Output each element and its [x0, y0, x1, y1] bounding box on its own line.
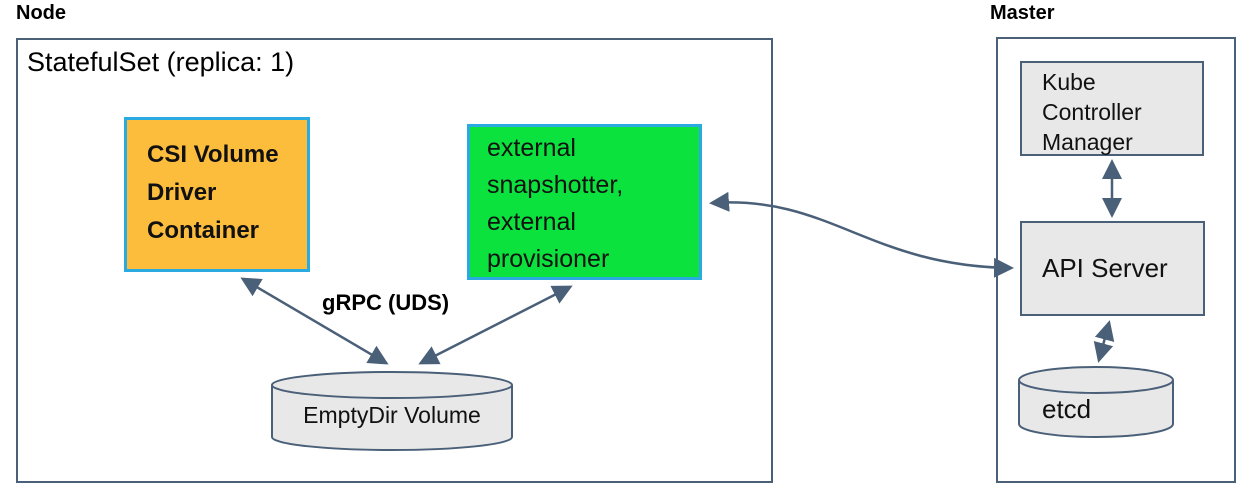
etcd-cylinder: [1018, 366, 1174, 438]
master-section-label: Master: [990, 2, 1055, 24]
grpc-arrow-sidecars: [418, 285, 573, 365]
sidecar-apiserver-arrow: [709, 191, 1014, 278]
node-boundary-box: [16, 38, 773, 483]
emptydir-cylinder: [271, 371, 513, 451]
external-snapshotter-provisioner-box: external snapshotter, external provision…: [467, 124, 702, 280]
csi-volume-driver-container-box: CSI Volume Driver Container: [124, 117, 310, 272]
node-section-label: Node: [16, 2, 66, 24]
api-server-box: API Server: [1020, 221, 1205, 316]
etcd-label: etcd: [1042, 394, 1092, 424]
master-boundary-box: [996, 37, 1236, 483]
emptydir-volume-label: EmptyDir Volume: [303, 402, 481, 428]
kube-controller-manager-box: Kube Controller Manager: [1020, 61, 1204, 156]
grpc-uds-label: gRPC (UDS): [322, 290, 450, 315]
grpc-arrow-csi-driver: [240, 277, 389, 365]
apiserver-etcd-arrow: [1093, 320, 1115, 363]
statefulset-label: StatefulSet (replica: 1): [27, 47, 295, 77]
